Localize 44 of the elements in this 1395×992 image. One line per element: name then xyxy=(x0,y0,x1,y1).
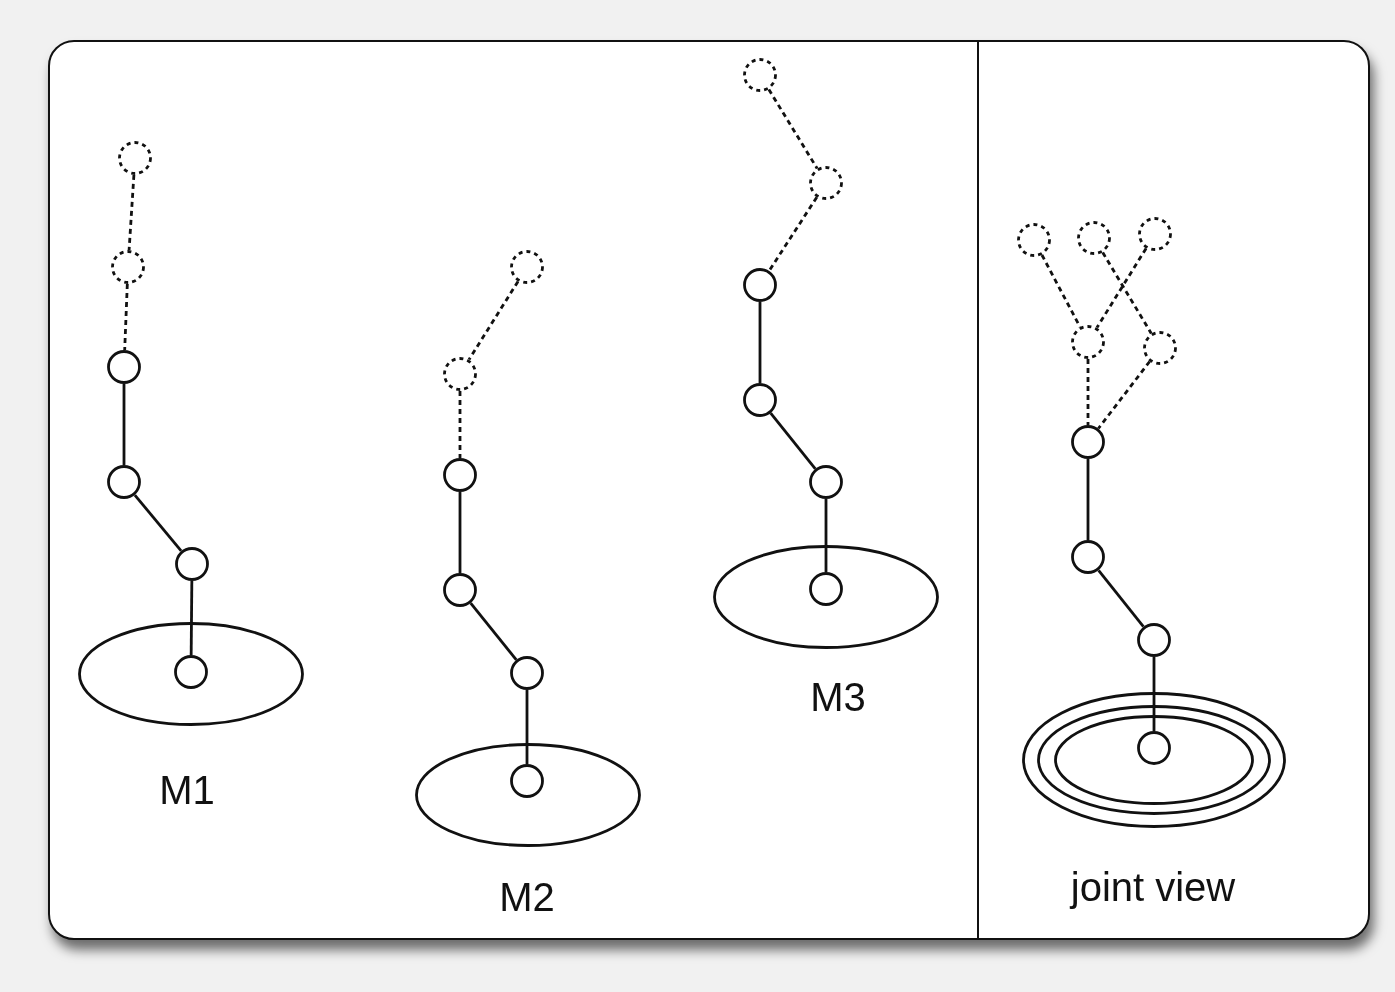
connector-line xyxy=(127,174,136,251)
circle-node xyxy=(443,357,477,391)
connector-line xyxy=(467,280,520,361)
circle-node xyxy=(1143,331,1177,365)
connector-line xyxy=(1040,254,1082,328)
connector-line xyxy=(469,602,518,661)
ellipse-outline xyxy=(1037,705,1271,815)
connector-line xyxy=(1152,657,1156,731)
connector-line xyxy=(123,283,129,351)
model-label: M2 xyxy=(499,874,555,920)
connector-line xyxy=(458,492,462,573)
connector-line xyxy=(758,302,762,383)
ellipse-outline xyxy=(78,622,304,726)
model-label: joint view xyxy=(1070,864,1236,910)
connector-line xyxy=(1097,360,1151,430)
connector-line xyxy=(133,494,183,552)
circle-node xyxy=(118,141,152,175)
ellipse-outline xyxy=(713,545,939,649)
connector-line xyxy=(1086,459,1090,540)
connector-line xyxy=(1095,247,1148,329)
connector-line xyxy=(525,690,529,764)
connector-line xyxy=(824,499,828,572)
connector-line xyxy=(768,196,818,272)
ellipse-outline xyxy=(415,743,641,847)
connector-line xyxy=(458,391,462,458)
ellipse-outline xyxy=(1022,692,1286,828)
circle-node xyxy=(1017,223,1051,257)
circle-node xyxy=(809,166,843,200)
circle-node xyxy=(1138,217,1172,251)
circle-node xyxy=(743,58,777,92)
connector-line xyxy=(1086,359,1090,425)
connector-line xyxy=(767,88,819,170)
connector-line xyxy=(1101,251,1153,335)
connector-line xyxy=(122,384,126,465)
circle-node xyxy=(111,250,145,284)
ellipse-outline xyxy=(1054,715,1254,805)
model-label: M1 xyxy=(159,767,215,813)
circle-node xyxy=(1071,325,1105,359)
connector-line xyxy=(189,581,194,655)
connector-line xyxy=(769,412,817,470)
model-label: M3 xyxy=(810,674,866,720)
connector-line xyxy=(1097,569,1145,628)
circle-node xyxy=(1077,221,1111,255)
circle-node xyxy=(510,250,544,284)
